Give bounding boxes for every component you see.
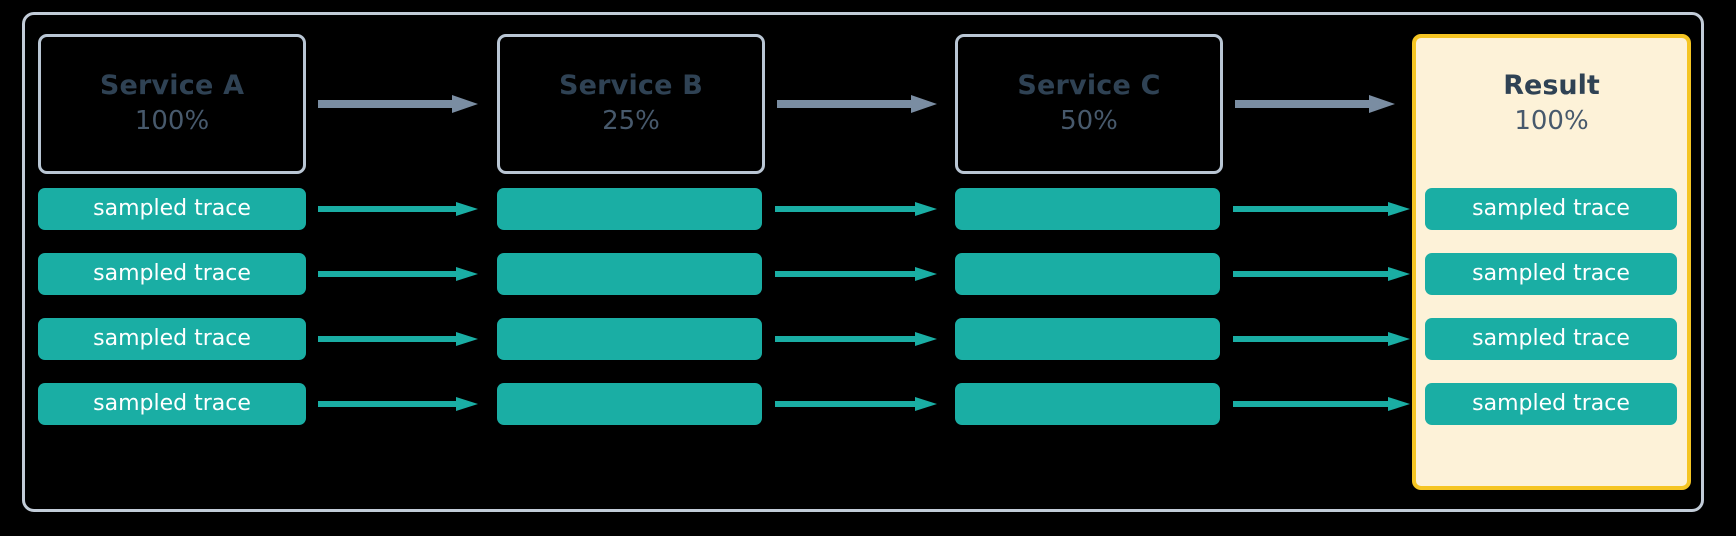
trace-arrow [318,267,478,281]
trace-pill-label: sampled trace [93,326,251,351]
trace-pill[interactable] [955,383,1220,425]
service-a-name: Service A [99,70,245,102]
service-c-percent: 50% [1060,106,1118,137]
trace-pill-label: sampled trace [93,196,251,221]
header-arrow-a-to-b [318,95,478,113]
trace-pill-label: sampled trace [1472,391,1630,416]
trace-arrow [1233,397,1410,411]
trace-pill[interactable]: sampled trace [38,253,306,295]
trace-pill-label: sampled trace [93,261,251,286]
trace-pill[interactable]: sampled trace [38,188,306,230]
service-b-name: Service B [558,70,704,102]
service-box-c[interactable]: Service C 50% [955,34,1223,174]
trace-arrow [775,332,937,346]
trace-pill[interactable] [955,318,1220,360]
trace-pill[interactable]: sampled trace [1425,253,1677,295]
trace-arrow [318,202,478,216]
result-box[interactable]: Result 100% [1412,34,1691,174]
trace-pill[interactable]: sampled trace [38,383,306,425]
header-arrow-b-to-c [777,95,937,113]
service-b-percent: 25% [602,106,660,137]
trace-pill-label: sampled trace [93,391,251,416]
trace-arrow [775,202,937,216]
trace-pill[interactable] [497,188,762,230]
trace-pill[interactable]: sampled trace [1425,318,1677,360]
trace-pill-label: sampled trace [1472,326,1630,351]
trace-pill[interactable]: sampled trace [38,318,306,360]
trace-pill[interactable] [955,253,1220,295]
result-percent: 100% [1514,106,1589,137]
trace-arrow [318,397,478,411]
result-name: Result [1503,70,1600,102]
trace-pill-label: sampled trace [1472,261,1630,286]
trace-arrow [1233,202,1410,216]
header-arrow-c-to-result [1235,95,1395,113]
service-c-name: Service C [1017,70,1161,102]
trace-pill[interactable]: sampled trace [1425,188,1677,230]
service-box-b[interactable]: Service B 25% [497,34,765,174]
trace-pill-label: sampled trace [1472,196,1630,221]
diagram-outer-frame [22,12,1704,512]
trace-pill[interactable] [955,188,1220,230]
trace-arrow [1233,332,1410,346]
trace-pill[interactable] [497,383,762,425]
service-box-a[interactable]: Service A 100% [38,34,306,174]
trace-pill[interactable] [497,318,762,360]
trace-pill[interactable]: sampled trace [1425,383,1677,425]
trace-arrow [775,267,937,281]
service-a-percent: 100% [134,106,210,137]
trace-arrow [318,332,478,346]
trace-arrow [1233,267,1410,281]
trace-arrow [775,397,937,411]
trace-pill[interactable] [497,253,762,295]
